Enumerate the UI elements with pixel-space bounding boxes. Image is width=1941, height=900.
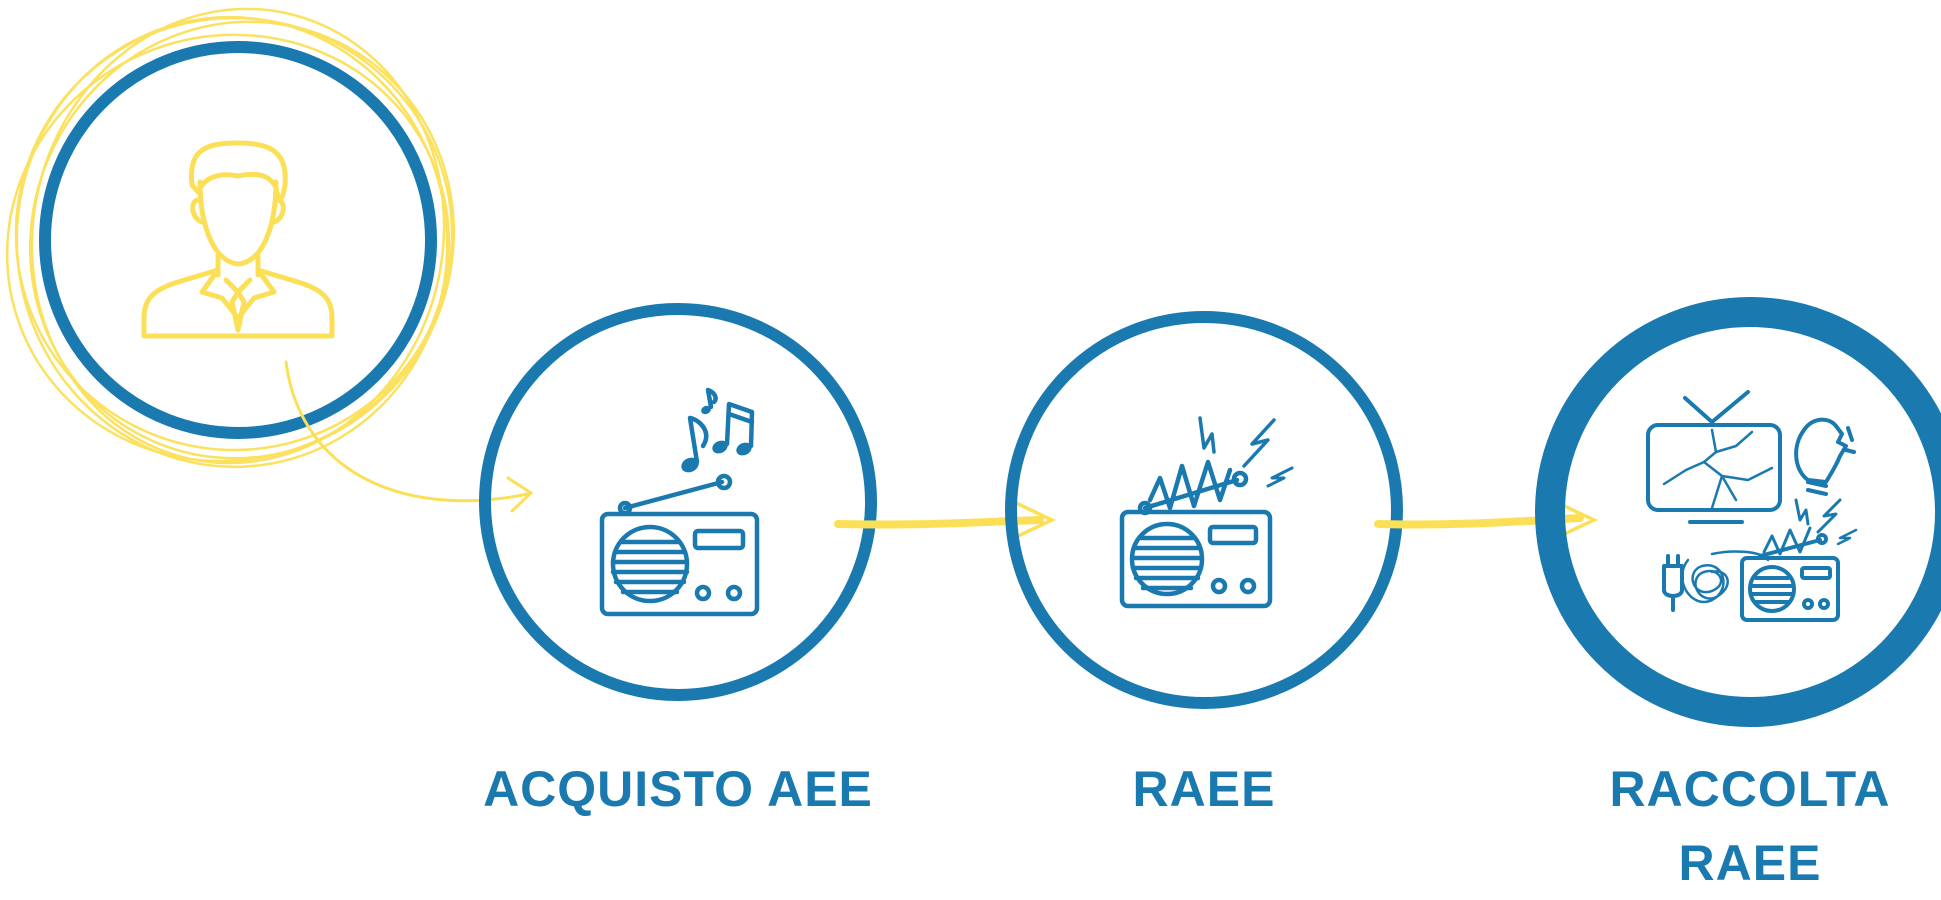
e-waste-collection-icon xyxy=(1646,390,1858,622)
radio-music-icon xyxy=(599,387,760,617)
raccolta-circle xyxy=(1535,297,1941,727)
scribble-highlight xyxy=(5,7,456,469)
label-raccolta-line2: RAEE xyxy=(1678,835,1822,891)
acquisto-circle xyxy=(479,303,877,701)
step-person xyxy=(5,7,534,513)
step-acquisto xyxy=(479,303,1057,701)
label-raee: RAEE xyxy=(1132,761,1276,817)
arrow-acquisto-to-raee xyxy=(834,501,1057,539)
step-raee xyxy=(1005,311,1599,709)
step-raccolta xyxy=(1535,297,1941,727)
label-raccolta-line1: RACCOLTA xyxy=(1609,761,1891,817)
person-circle xyxy=(39,41,437,439)
broken-radio-icon xyxy=(1119,416,1294,609)
person-icon xyxy=(141,140,335,339)
label-acquisto: ACQUISTO AEE xyxy=(483,761,873,817)
raee-circle xyxy=(1005,311,1403,709)
